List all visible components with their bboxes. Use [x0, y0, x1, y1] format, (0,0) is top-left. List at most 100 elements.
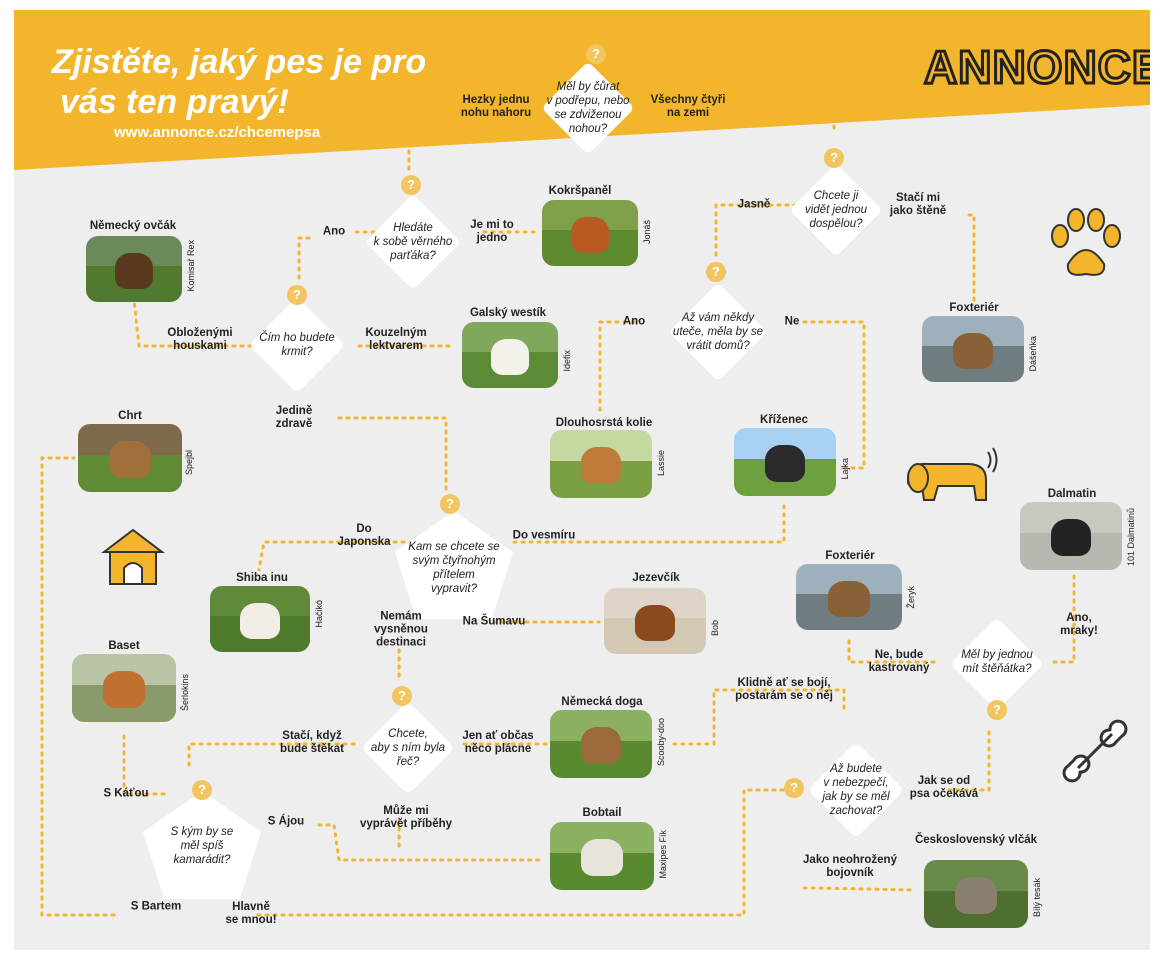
answer-expected[interactable]: Jak se od psa očekává	[909, 775, 979, 800]
answer-yes-return[interactable]: Ano	[622, 315, 646, 328]
dog-credit: Lassie	[656, 450, 666, 477]
answer-japan[interactable]: Do Japonska	[337, 523, 391, 548]
dog-photo	[78, 424, 182, 492]
dog-credit: Jonáš	[642, 220, 652, 245]
dog-credit: Žeryk	[906, 586, 916, 609]
answer-space[interactable]: Do vesmíru	[512, 529, 576, 542]
question-pee-posture: Měl by čůrat v podřepu, nebo se zdviženo…	[546, 81, 630, 135]
dog-photo	[1020, 502, 1122, 570]
headline-line2: vás ten pravý!	[60, 83, 289, 121]
dog-photo	[550, 430, 652, 498]
dog-photo	[924, 860, 1028, 928]
answer-puppy-enough[interactable]: Stačí mi jako štěně	[889, 192, 947, 217]
answer-yes-partner[interactable]: Ano	[322, 225, 346, 238]
dog-photo	[550, 710, 652, 778]
infographic-poster: Zjistěte, jaký pes je pro vás ten pravý!…	[14, 10, 1150, 950]
dog-credit: Spejbl	[184, 450, 194, 476]
dog-photo	[734, 428, 836, 496]
dog-credit: Idefix	[562, 350, 572, 372]
dog-credit: Šerlokins	[180, 674, 190, 712]
dog-name: Německá doga	[561, 696, 643, 708]
question-talking: Chcete, aby s ním byla řeč?	[370, 728, 446, 768]
dog-credit: Bob	[710, 620, 720, 637]
question-friends: S kým by se měl spíš kamarádit?	[170, 826, 234, 866]
answer-bartem[interactable]: S Bartem	[130, 900, 182, 913]
answer-bark[interactable]: Stačí, když bude štěkat	[280, 730, 344, 755]
question-mark-icon: ?	[401, 175, 421, 195]
doghouse-icon	[101, 528, 165, 585]
dog-credit: Lajka	[840, 458, 850, 480]
answer-no-destination[interactable]: Nemám vysněnou destinaci	[374, 610, 428, 649]
dog-credit: Maxipes Fík	[658, 830, 668, 879]
annonce-logo: ANNONCE	[923, 40, 1150, 95]
dog-name: Jezevčík	[632, 572, 680, 584]
question-mark-icon: ?	[586, 44, 606, 64]
question-loyal-partner: Hledáte k sobě věrného parťáka?	[373, 222, 453, 262]
bone-icon	[1062, 719, 1128, 783]
question-mark-icon: ?	[706, 262, 726, 282]
answer-rolls[interactable]: Obloženými houskami	[167, 327, 233, 352]
campaign-url[interactable]: www.annonce.cz/chcemepsa	[114, 124, 321, 141]
answer-dont-care[interactable]: Je mi to jedno	[470, 219, 514, 244]
question-mark-icon: ?	[440, 494, 460, 514]
question-mark-icon: ?	[784, 778, 804, 798]
dog-photo	[922, 316, 1024, 382]
question-mark-icon: ?	[392, 686, 412, 706]
dog-photo	[604, 588, 706, 654]
dog-credit: Bílý tesák	[1032, 878, 1042, 918]
answer-with-me[interactable]: Hlavně se mnou!	[225, 901, 277, 926]
dog-photo	[462, 322, 558, 388]
dog-credit: Hačikó	[314, 600, 324, 628]
question-return-home: Až vám někdy uteče, měla by se vrátit do…	[672, 312, 764, 352]
answer-four-legs[interactable]: Všechny čtyři na zemi	[650, 94, 726, 119]
answer-one-leg[interactable]: Hezky jednu nohu nahoru	[460, 94, 532, 119]
question-mark-icon: ?	[192, 780, 212, 800]
question-mark-icon: ?	[824, 148, 844, 168]
dog-name: Československý vlčák	[914, 834, 1038, 846]
dog-photo	[86, 236, 182, 302]
answer-neutered[interactable]: Ne, bude kastrovaný	[868, 649, 930, 674]
headline-line1: Zjistěte, jaký pes je pro	[52, 43, 427, 81]
dog-name: Kokršpaněl	[548, 185, 612, 197]
question-puppies: Měl by jednou mít štěňátka?	[961, 649, 1033, 675]
answer-sometimes[interactable]: Jen ať občas něco plácne	[462, 730, 534, 755]
answer-healthy[interactable]: Jedině zdravě	[275, 405, 313, 430]
answer-no-return[interactable]: Ne	[784, 315, 800, 328]
question-see-adult: Chcete ji vidět jednou dospělou?	[804, 190, 868, 230]
answer-sure[interactable]: Jasně	[737, 198, 771, 211]
answer-ajka[interactable]: S Ájou	[267, 815, 305, 828]
dog-name: Shiba inu	[236, 572, 288, 584]
dog-credit: Dášeňka	[1028, 336, 1038, 372]
dog-name: Foxteriér	[825, 550, 875, 562]
dog-name: Foxteriér	[949, 302, 999, 314]
dog-credit: 101 Dalmatinů	[1126, 508, 1136, 567]
dog-credit: Scooby-doo	[656, 718, 666, 767]
answer-potion[interactable]: Kouzelným lektvarem	[365, 327, 427, 352]
question-danger: Až budete v nebezpečí, jak by se měl zac…	[822, 763, 890, 817]
question-mark-icon: ?	[287, 285, 307, 305]
paw-icon	[1051, 208, 1121, 276]
question-travel: Kam se chcete se svým čtyřnohým přítelem…	[408, 541, 500, 595]
dog-photo	[796, 564, 902, 630]
dog-sniffing-icon	[906, 447, 998, 501]
dog-name: Galský westík	[469, 307, 547, 319]
dog-name: Kříženec	[760, 414, 808, 426]
dog-photo	[210, 586, 310, 652]
dog-name: Dlouhosrstá kolie	[555, 417, 653, 429]
dog-name: Dalmatin	[1047, 488, 1097, 500]
answer-warrior[interactable]: Jako neohrožený bojovník	[803, 854, 897, 879]
dog-name: Chrt	[118, 410, 142, 422]
question-mark-icon: ?	[987, 700, 1007, 720]
headline: Zjistěte, jaký pes je pro vás ten pravý!	[52, 42, 432, 122]
dog-name: Baset	[108, 640, 140, 652]
answer-katka[interactable]: S Káťou	[103, 787, 149, 800]
flow-connectors	[40, 100, 1076, 917]
dog-photo	[542, 200, 638, 266]
answer-calm[interactable]: Klidně ať se bojí, postarám se o něj	[735, 677, 833, 702]
dog-name: Bobtail	[582, 807, 622, 819]
dog-credit: Komisař Rex	[186, 240, 196, 292]
answer-stories[interactable]: Může mi vyprávět příběhy	[359, 805, 453, 830]
answer-yes-many[interactable]: Ano, mraky!	[1060, 612, 1098, 637]
answer-sumava[interactable]: Na Šumavu	[462, 615, 526, 628]
question-feeding: Čím ho budete krmit?	[259, 332, 335, 358]
